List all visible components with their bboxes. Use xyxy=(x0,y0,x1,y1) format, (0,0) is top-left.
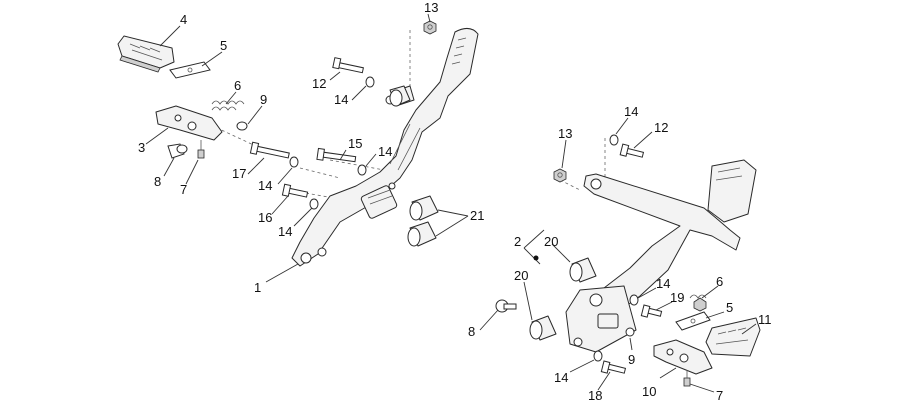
callout-1: 1 xyxy=(254,280,261,295)
spacer-top xyxy=(389,85,411,107)
spring-6b xyxy=(689,294,707,312)
callout-2: 2 xyxy=(514,234,521,249)
callout-14: 14 xyxy=(378,144,392,159)
bushing-21b xyxy=(407,221,437,247)
footpeg-holder-3 xyxy=(155,105,223,141)
washer-14g xyxy=(593,350,603,362)
washer-14b xyxy=(357,164,367,176)
bolt-12 xyxy=(332,57,364,74)
callout-6: 6 xyxy=(234,78,241,93)
ring-9 xyxy=(236,121,248,131)
bolt-15 xyxy=(316,147,357,163)
callout-14: 14 xyxy=(656,276,670,291)
callout-14: 14 xyxy=(258,178,272,193)
callout-labels: 13 4 5 12 14 6 9 3 15 14 8 7 17 14 16 14… xyxy=(138,0,772,403)
washer-14e xyxy=(609,134,619,146)
screw-7b xyxy=(683,370,691,387)
washer-14d xyxy=(309,198,319,210)
callout-5: 5 xyxy=(726,300,733,315)
callout-20: 20 xyxy=(544,234,558,249)
footpeg-holder-10 xyxy=(653,339,713,375)
spring-6 xyxy=(211,100,245,111)
callout-9: 9 xyxy=(628,352,635,367)
pin-8b xyxy=(495,299,517,313)
callout-14: 14 xyxy=(554,370,568,385)
washer-14a xyxy=(365,76,375,88)
washer-14c xyxy=(289,156,299,168)
bolt-16 xyxy=(281,183,309,198)
callout-14: 14 xyxy=(334,92,348,107)
callout-7: 7 xyxy=(716,388,723,403)
washer-14f xyxy=(629,294,639,306)
callout-17: 17 xyxy=(232,166,246,181)
leader-lines xyxy=(145,13,757,393)
callout-18: 18 xyxy=(588,388,602,403)
bolt-19 xyxy=(640,304,663,318)
callout-19: 19 xyxy=(670,290,684,305)
callout-9: 9 xyxy=(260,92,267,107)
pin-8 xyxy=(167,143,188,159)
bushing-20a xyxy=(569,257,597,283)
bushing-21a xyxy=(409,195,439,221)
callout-14: 14 xyxy=(624,104,638,119)
callout-13: 13 xyxy=(558,126,572,141)
bolt-12b xyxy=(619,143,645,158)
screw-7 xyxy=(197,140,205,159)
plate-5 xyxy=(169,61,211,79)
callout-11: 11 xyxy=(758,312,772,327)
callout-15: 15 xyxy=(348,136,362,151)
brake-lever-assembly xyxy=(565,159,757,353)
callout-10: 10 xyxy=(642,384,656,399)
callout-13: 13 xyxy=(424,0,438,15)
callout-5: 5 xyxy=(220,38,227,53)
callout-8: 8 xyxy=(468,324,475,339)
callout-21: 21 xyxy=(470,208,484,223)
footpeg-11 xyxy=(705,317,761,357)
callout-3: 3 xyxy=(138,140,145,155)
callout-7: 7 xyxy=(180,182,187,197)
bushing-20b xyxy=(529,315,557,341)
nut-13-top xyxy=(423,20,437,35)
plate-5b xyxy=(675,311,711,331)
footpeg-4 xyxy=(117,35,175,73)
callout-16: 16 xyxy=(258,210,272,225)
callout-14: 14 xyxy=(278,224,292,239)
nut-13-right xyxy=(553,168,567,183)
callout-8: 8 xyxy=(154,174,161,189)
callout-12: 12 xyxy=(654,120,668,135)
callout-20: 20 xyxy=(514,268,528,283)
callout-4: 4 xyxy=(180,12,187,27)
ring-9b xyxy=(625,327,635,337)
callout-6: 6 xyxy=(716,274,723,289)
bolt-18 xyxy=(600,360,627,374)
left-footpeg-bracket xyxy=(291,28,479,267)
bolt-17 xyxy=(249,141,290,159)
callout-12: 12 xyxy=(312,76,326,91)
group-2-marker xyxy=(523,229,545,265)
